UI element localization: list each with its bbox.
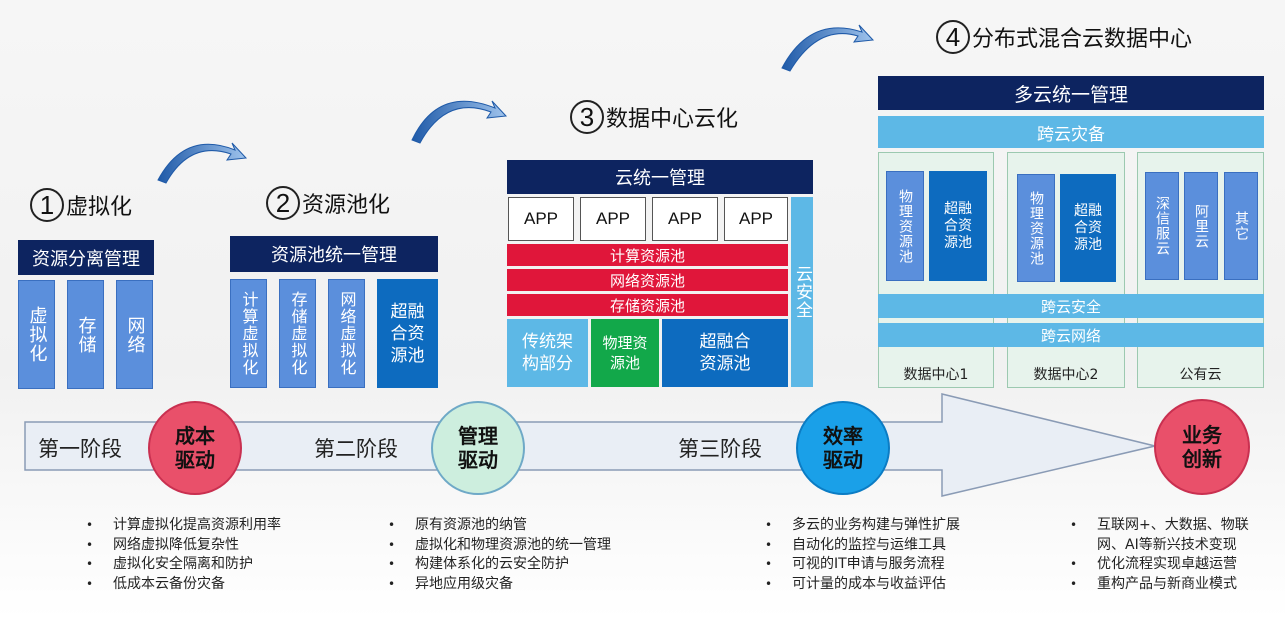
stage3-title: 3 数据中心云化 (570, 100, 738, 134)
stage4-cross-security: 跨云安全 (878, 294, 1264, 318)
stage3-compute-pool: 计算资源池 (507, 244, 788, 266)
stage2-title-text: 资源池化 (302, 193, 391, 218)
stage1-col-virtualization: 虚拟化 (18, 280, 55, 389)
bullet-item: 低成本云备份灾备 (86, 575, 346, 595)
bullets-stage1: 计算虚拟化提高资源利用率 网络虚拟降低复杂性 虚拟化安全隔离和防护 低成本云备份… (86, 516, 346, 594)
stage3-legacy: 传统架 构部分 (507, 319, 588, 387)
stage3-physical-pool: 物理资 源池 (591, 319, 659, 387)
driver-efficiency: 效率 驱动 (796, 401, 890, 495)
bullet-item: 可视的IT申请与服务流程 (765, 555, 1045, 575)
stage4-cross-dr: 跨云灾备 (878, 116, 1264, 148)
stage4-title: 4 分布式混合云数据中心 (936, 20, 1192, 54)
bullet-item: 计算虚拟化提高资源利用率 (86, 516, 346, 536)
stage2-header: 资源池统一管理 (230, 236, 438, 272)
stage4-header: 多云统一管理 (878, 76, 1264, 110)
bullet-item: 网络虚拟降低复杂性 (86, 536, 346, 556)
curved-arrow-2 (411, 100, 508, 144)
bullets-stage3: 多云的业务构建与弹性扩展 自动化的监控与运维工具 可视的IT申请与服务流程 可计… (765, 516, 1045, 594)
stage2-col-compute-virt: 计算虚拟化 (230, 279, 267, 388)
bullet-item: 异地应用级灾备 (388, 575, 688, 595)
bullet-item: 可计量的成本与收益评估 (765, 575, 1045, 595)
bullet-item: 互联网+、大数据、物联 网、AI等新兴技术变现 (1070, 516, 1280, 555)
stage2-title: 2 资源池化 (266, 186, 390, 220)
dc1-hci-pool: 超融 合资 源池 (929, 171, 987, 281)
dc2-label: 数据中心2 (1033, 367, 1099, 383)
stage2-number: 2 (266, 186, 300, 220)
curved-arrow-3 (781, 24, 875, 72)
dc1-label: 数据中心1 (903, 367, 969, 383)
dc1-physical-pool: 物理资源池 (886, 171, 924, 281)
stage4-number: 4 (936, 20, 970, 54)
stage3-title-text: 数据中心云化 (606, 107, 739, 132)
stage-label-1: 第一阶段 (38, 437, 122, 461)
bullets-stage2: 原有资源池的纳管 虚拟化和物理资源池的统一管理 构建体系化的云安全防护 异地应用… (388, 516, 688, 594)
stage-label-2: 第二阶段 (314, 437, 398, 461)
stage1-col-network: 网络 (116, 280, 153, 389)
stage1-col-storage: 存储 (67, 280, 104, 389)
stage2-col-storage-virt: 存储虚拟化 (279, 279, 316, 388)
bullet-item: 虚拟化和物理资源池的统一管理 (388, 536, 688, 556)
public-sangfor-cloud: 深信服云 (1145, 172, 1179, 280)
bullet-item: 优化流程实现卓越运营 (1070, 555, 1280, 575)
bullet-item: 虚拟化安全隔离和防护 (86, 555, 346, 575)
stage3-header: 云统一管理 (507, 160, 813, 194)
public-cloud-label: 公有云 (1179, 367, 1222, 383)
driver-innovation: 业务 创新 (1154, 399, 1250, 495)
curved-arrow-1 (157, 142, 248, 184)
bullets-stage4: 互联网+、大数据、物联 网、AI等新兴技术变现 优化流程实现卓越运营 重构产品与… (1070, 516, 1280, 594)
stage1-title: 1 虚拟化 (30, 188, 132, 222)
stage3-network-pool: 网络资源池 (507, 269, 788, 291)
stage-label-3: 第三阶段 (678, 437, 762, 461)
stage3-hci-pool: 超融合 资源池 (662, 319, 788, 387)
stage3-app-4: APP (724, 197, 788, 241)
dc2-hci-pool: 超融 合资 源池 (1060, 174, 1116, 282)
stage4-title-text: 分布式混合云数据中心 (972, 27, 1193, 52)
bullet-item: 多云的业务构建与弹性扩展 (765, 516, 1045, 536)
stage2-col-hci-pool: 超融 合资 源池 (377, 279, 438, 388)
stage3-app-3: APP (652, 197, 718, 241)
bullet-item: 构建体系化的云安全防护 (388, 555, 688, 575)
public-aliyun: 阿里云 (1184, 172, 1218, 280)
stage2-col-network-virt: 网络虚拟化 (328, 279, 365, 388)
stage1-number: 1 (30, 188, 64, 222)
stage3-app-1: APP (508, 197, 574, 241)
stage3-app-2: APP (580, 197, 646, 241)
driver-management: 管理 驱动 (431, 401, 525, 495)
stage1-title-text: 虚拟化 (66, 195, 133, 220)
stage3-storage-pool: 存储资源池 (507, 294, 788, 316)
public-other: 其它 (1224, 172, 1258, 280)
bullet-item: 自动化的监控与运维工具 (765, 536, 1045, 556)
driver-cost: 成本 驱动 (148, 401, 242, 495)
dc2-physical-pool: 物理资源池 (1017, 174, 1055, 282)
stage4-cross-network: 跨云网络 (878, 323, 1264, 347)
bullet-item: 原有资源池的纳管 (388, 516, 688, 536)
stage3-cloud-security: 云安全 (791, 197, 813, 387)
bullet-item: 重构产品与新商业模式 (1070, 575, 1280, 595)
stage1-header: 资源分离管理 (18, 240, 154, 275)
stage3-number: 3 (570, 100, 604, 134)
